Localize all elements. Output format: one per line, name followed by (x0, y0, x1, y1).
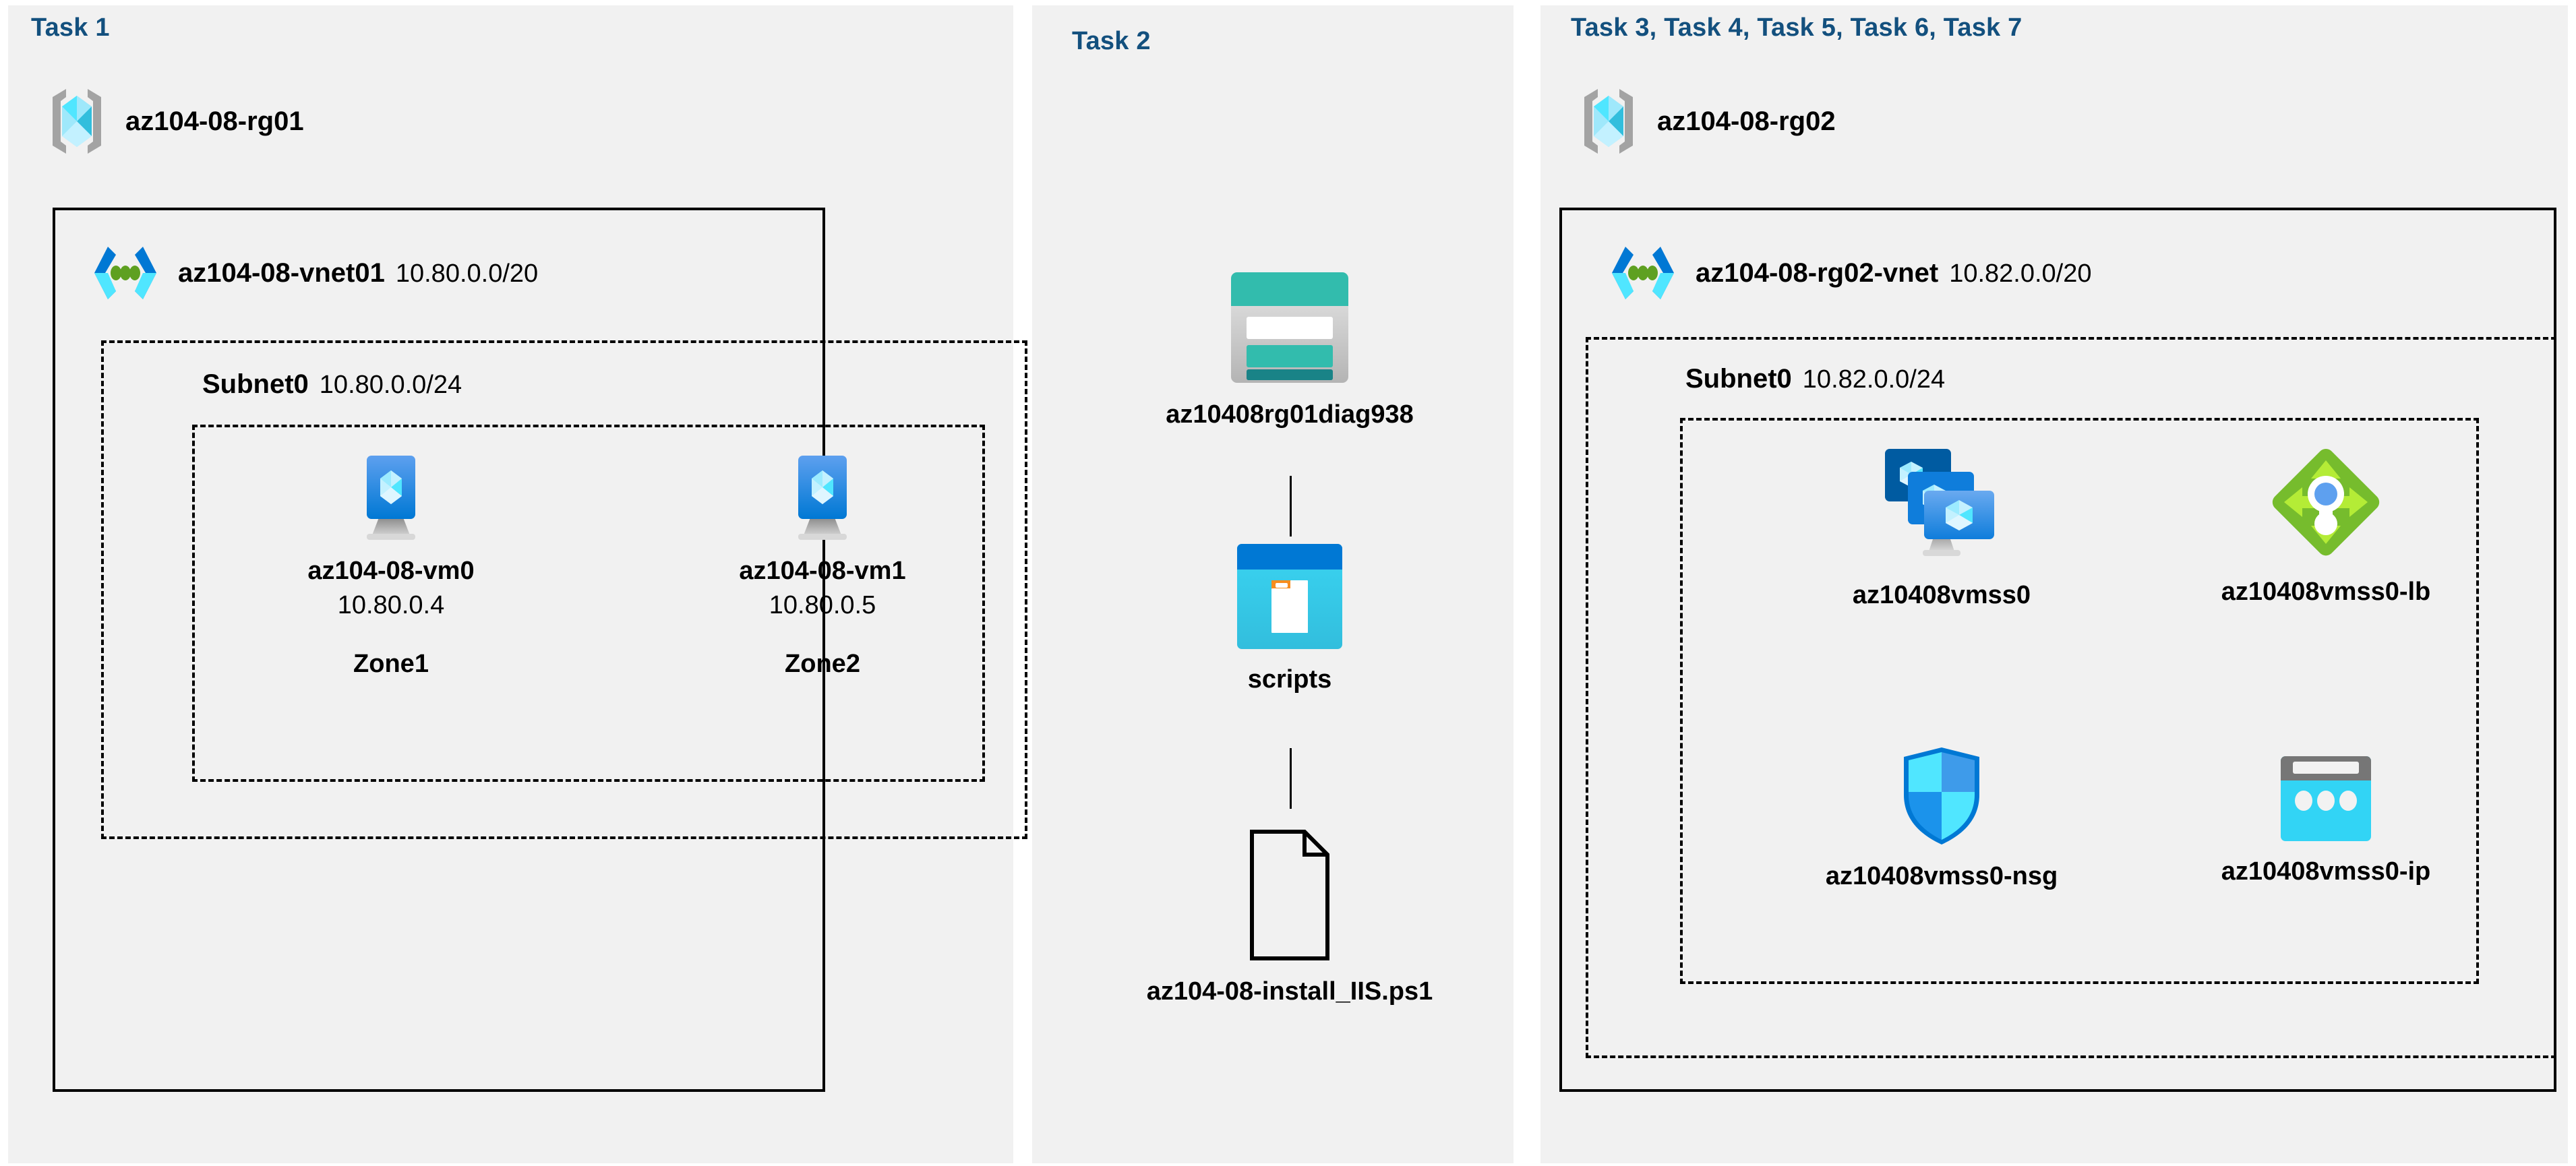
subnet-box-left (101, 340, 1027, 839)
vm-zone: Zone1 (353, 650, 429, 678)
vm-ip: 10.80.0.4 (337, 591, 445, 619)
virtual-machine-icon (355, 453, 427, 542)
vm-zone: Zone2 (785, 650, 860, 678)
zone-group-box-left (192, 425, 985, 782)
storage-account-icon (1226, 270, 1354, 386)
vnet-label: az104-08-rg02-vnet (1696, 257, 1939, 288)
public-ip-node: az10408vmss0-ip (2191, 754, 2461, 886)
vnet-cidr: 10.82.0.0/20 (1949, 259, 2092, 288)
public-ip-name: az10408vmss0-ip (2221, 857, 2431, 886)
resource-group-icon (1578, 86, 1640, 156)
task-label-3-7: Task 3, Task 4, Task 5, Task 6, Task 7 (1571, 13, 2023, 42)
script-file-name: az104-08-install_IIS.ps1 (1146, 977, 1433, 1006)
connector-container-to-file (1290, 748, 1292, 809)
task-label-2: Task 2 (1072, 27, 1151, 55)
resource-group-rg02: az104-08-rg02 (1578, 86, 1836, 156)
public-ip-address-icon (2278, 754, 2374, 842)
storage-account-node: az10408rg01diag938 (1121, 270, 1458, 429)
subnet-name: Subnet0 (1685, 364, 1792, 394)
load-balancer-icon (2265, 441, 2387, 563)
nsg-name: az10408vmss0-nsg (1825, 862, 2058, 890)
storage-account-name: az10408rg01diag938 (1166, 400, 1414, 429)
virtual-network-icon (1608, 244, 1678, 302)
subnet-cidr: 10.82.0.0/24 (1802, 365, 1946, 394)
resource-group-icon (46, 86, 108, 156)
network-security-group-icon (1898, 745, 1985, 847)
virtual-network-icon (90, 244, 160, 302)
load-balancer-name: az10408vmss0-lb (2221, 578, 2431, 606)
panel-task3-7 (1540, 5, 2568, 1163)
vmss-node: az10408vmss0 (1807, 445, 2076, 610)
subnet-label-left: Subnet0 10.80.0.0/24 (202, 369, 462, 400)
subnet-box-right (1586, 337, 2556, 1058)
vnet-rg02-vnet: az104-08-rg02-vnet 10.82.0.0/20 (1608, 244, 2092, 302)
vnet-label: az104-08-vnet01 (178, 257, 385, 288)
vmss-name: az10408vmss0 (1852, 581, 2031, 609)
resource-group-label: az104-08-rg02 (1657, 106, 1836, 136)
script-file-node: az104-08-install_IIS.ps1 (1084, 828, 1495, 1006)
subnet-label-right: Subnet0 10.82.0.0/24 (1685, 364, 1945, 394)
connector-storage-to-container (1290, 476, 1292, 536)
vm-node-0: az104-08-vm0 10.80.0.4 Zone1 (270, 453, 512, 679)
vnet-cidr: 10.80.0.0/20 (395, 259, 539, 288)
panel-task1 (8, 5, 1013, 1163)
blob-container-node: scripts (1155, 543, 1425, 694)
resource-group-box-right (1680, 418, 2479, 984)
subnet-name: Subnet0 (202, 369, 309, 399)
vm-ip: 10.80.0.5 (769, 591, 876, 619)
blob-container-icon (1236, 543, 1344, 650)
vm-name: az104-08-vm0 (307, 557, 475, 585)
virtual-machine-icon (786, 453, 859, 542)
vm-scale-set-icon (1881, 445, 2002, 566)
vnet-box-left (53, 208, 825, 1092)
subnet-cidr: 10.80.0.0/24 (319, 371, 462, 399)
vnet-vnet01: az104-08-vnet01 10.80.0.0/20 (90, 244, 538, 302)
resource-group-rg01: az104-08-rg01 (46, 86, 304, 156)
nsg-node: az10408vmss0-nsg (1793, 745, 2090, 891)
load-balancer-node: az10408vmss0-lb (2181, 441, 2471, 607)
task-label-1: Task 1 (31, 13, 110, 42)
vm-node-1: az104-08-vm1 10.80.0.5 Zone2 (701, 453, 944, 679)
resource-group-label: az104-08-rg01 (125, 106, 304, 136)
vm-name: az104-08-vm1 (739, 557, 906, 585)
script-file-icon (1248, 828, 1331, 962)
blob-container-name: scripts (1247, 665, 1332, 694)
